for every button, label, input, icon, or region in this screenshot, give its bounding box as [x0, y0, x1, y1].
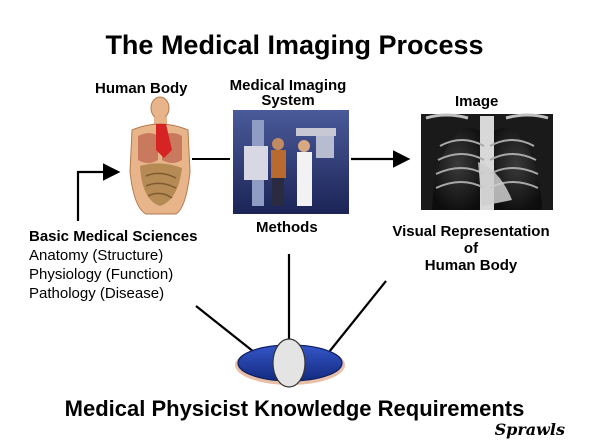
author-signature: Sprawls [495, 420, 565, 439]
visual-representation-line3: Human Body [376, 257, 566, 274]
line-sciences-to-disc [196, 306, 254, 352]
basic-sciences-heading: Basic Medical Sciences [29, 227, 197, 246]
sciences-item-pathology: Pathology (Disease) [29, 284, 197, 303]
sciences-item-physiology: Physiology (Function) [29, 265, 197, 284]
visual-representation-label: Visual Representation of Human Body [376, 223, 566, 274]
basic-sciences-block: Basic Medical Sciences Anatomy (Structur… [29, 227, 197, 303]
sciences-item-anatomy: Anatomy (Structure) [29, 246, 197, 265]
line-representation-to-disc [329, 281, 386, 352]
knowledge-disc-icon [235, 339, 345, 387]
visual-representation-line2: of [376, 240, 566, 257]
human-torso-illustration [130, 97, 190, 214]
methods-label: Methods [256, 219, 318, 236]
chest-xray-image [421, 114, 553, 210]
imaging-system-photo [233, 110, 349, 214]
arrow-sciences-to-body [78, 172, 116, 221]
footer-caption: Medical Physicist Knowledge Requirements [0, 396, 589, 422]
visual-representation-line1: Visual Representation [376, 223, 566, 240]
